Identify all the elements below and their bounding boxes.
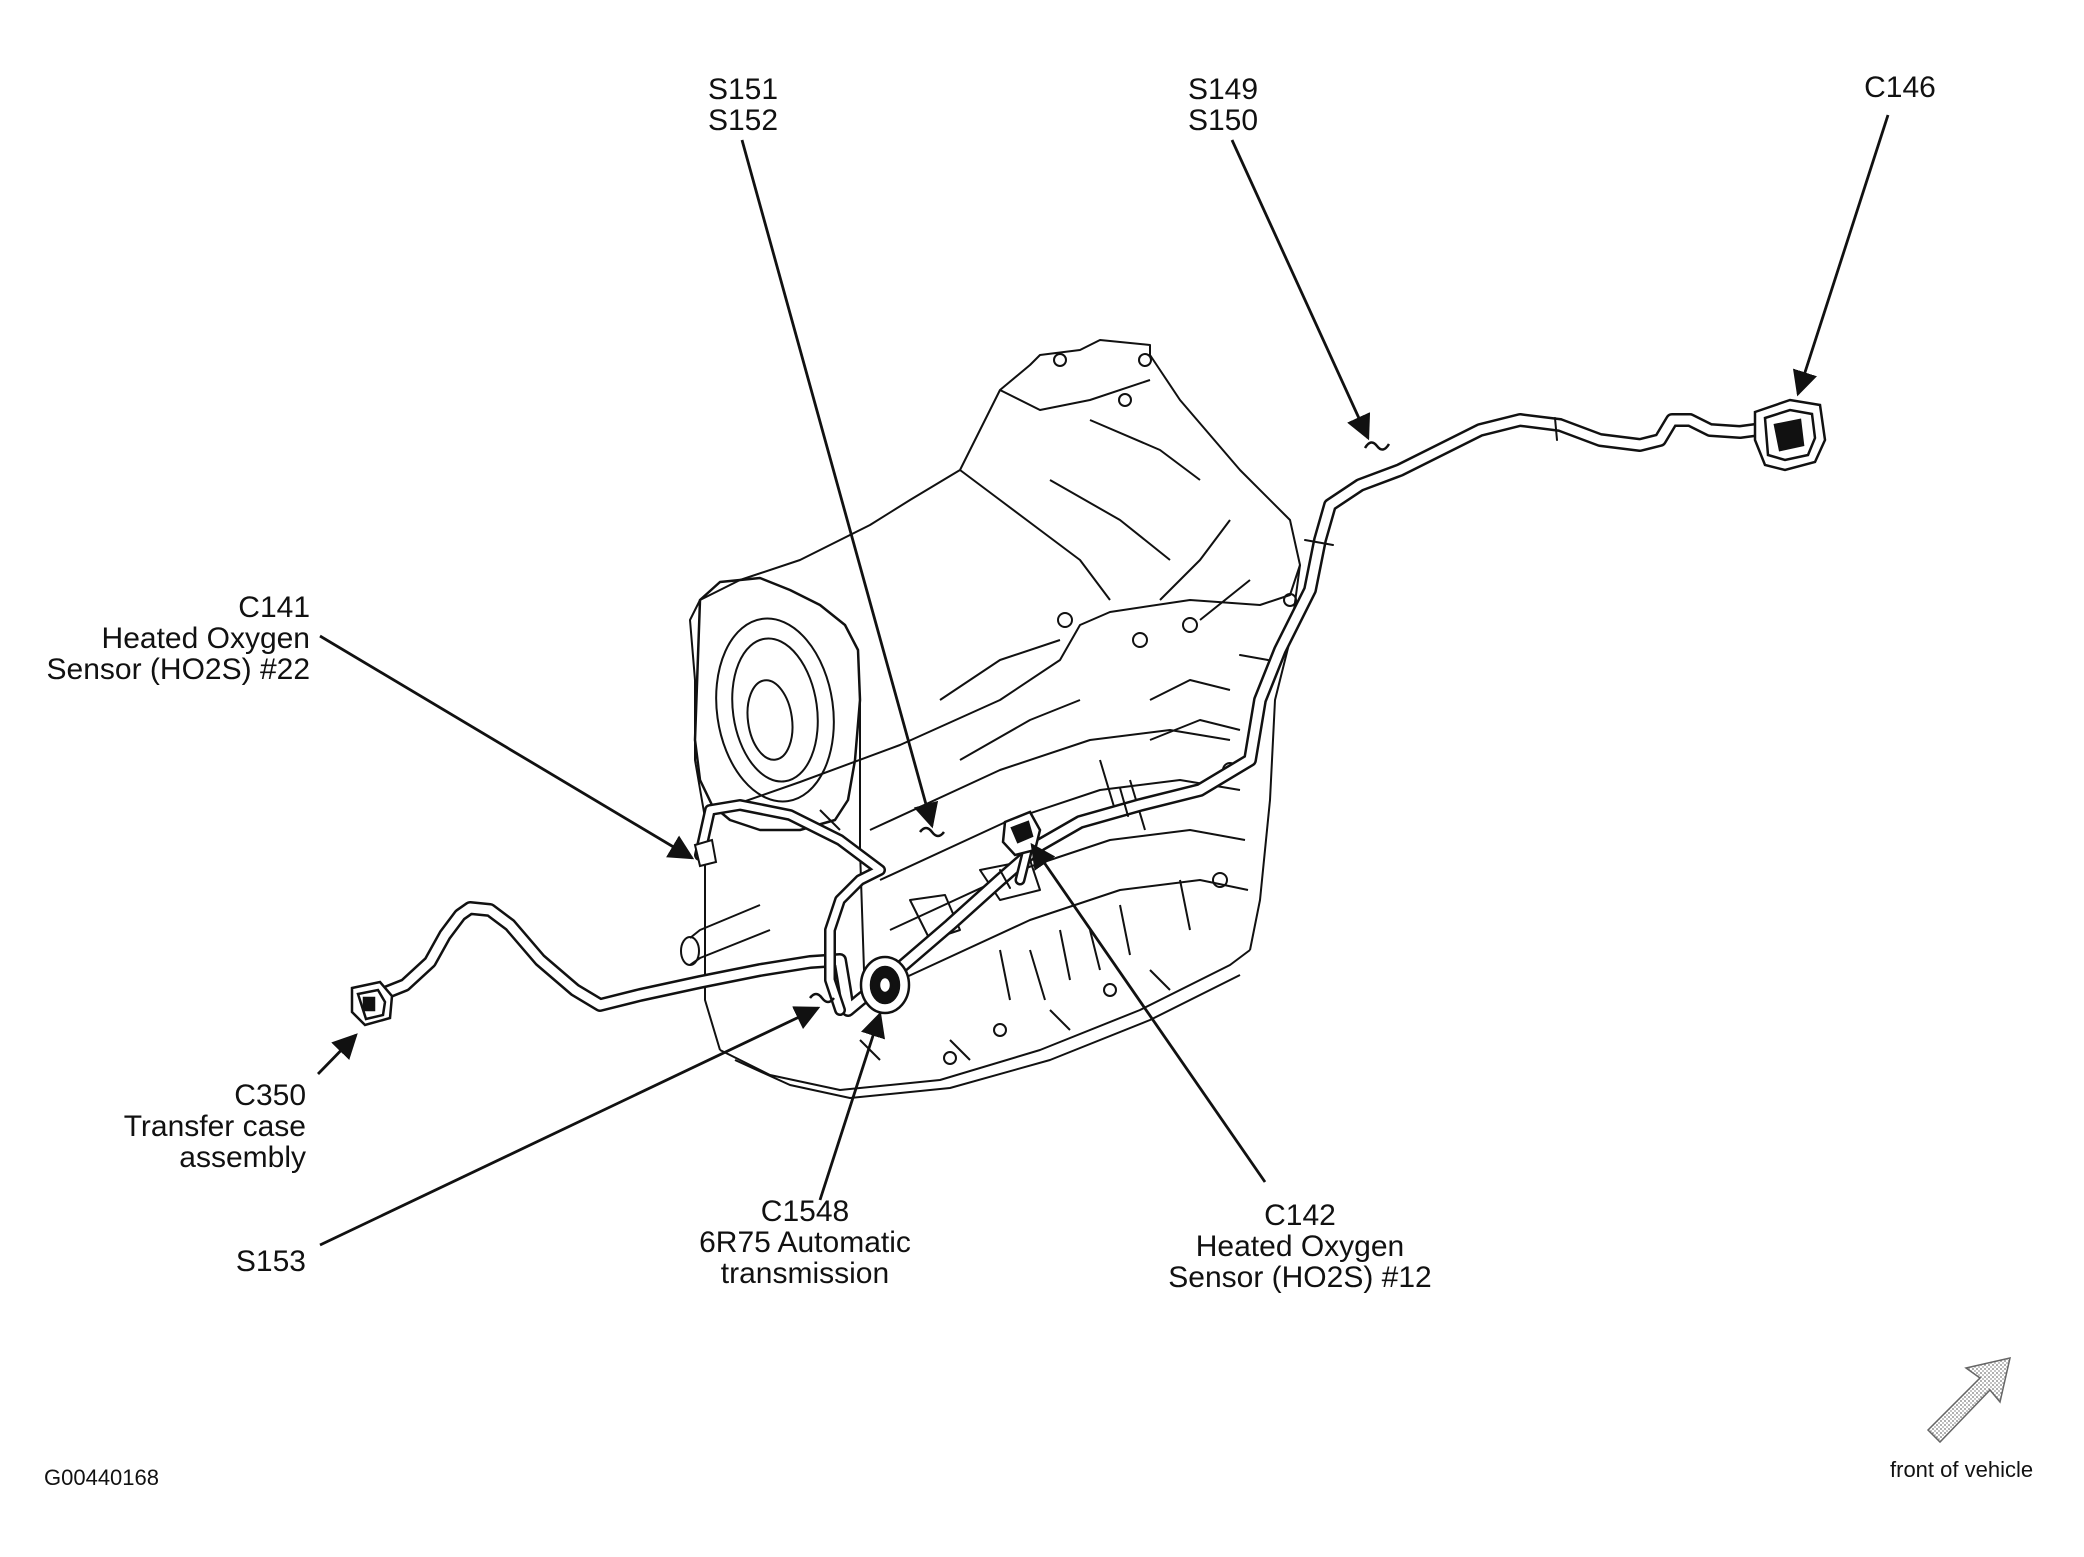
- label-c1548-desc2: transmission: [720, 1257, 890, 1290]
- label-c146: C146: [1864, 71, 1936, 104]
- callout-c142: C142 Heated Oxygen Sensor (HO2S) #12: [1150, 1200, 1450, 1293]
- label-c350-desc1: Transfer case: [123, 1110, 306, 1143]
- front-of-vehicle-arrow: [1926, 1357, 2011, 1444]
- figure-id: G00440168: [44, 1465, 159, 1490]
- label-s153: S153: [235, 1245, 306, 1278]
- label-c1548-desc1: 6R75 Automatic: [699, 1226, 911, 1259]
- label-c141-desc1: Heated Oxygen: [101, 622, 310, 655]
- callout-c146: C146: [1850, 72, 1950, 103]
- callout-c350: C350 Transfer case assembly: [90, 1080, 306, 1173]
- connector-c1548-shape: [859, 955, 911, 1015]
- callout-s151-s152: S151 S152: [688, 74, 798, 136]
- label-s151: S151: [707, 73, 779, 106]
- label-c141-desc2: Sensor (HO2S) #22: [46, 653, 310, 686]
- front-of-vehicle-label: front of vehicle: [1890, 1457, 2034, 1482]
- wiring-harness: [373, 413, 1777, 1017]
- callout-c141: C141 Heated Oxygen Sensor (HO2S) #22: [20, 592, 310, 685]
- label-s152: S152: [707, 104, 779, 137]
- label-c142-id: C142: [1264, 1199, 1336, 1232]
- label-s149: S149: [1187, 73, 1259, 106]
- label-c1548-id: C1548: [760, 1195, 850, 1228]
- connector-c141-shape: [693, 838, 718, 868]
- label-c350-desc2: assembly: [179, 1141, 306, 1174]
- label-c141-id: C141: [238, 591, 310, 624]
- label-c142-desc2: Sensor (HO2S) #12: [1168, 1261, 1432, 1294]
- splice-markers: [809, 441, 1391, 1004]
- callout-c1548: C1548 6R75 Automatic transmission: [660, 1196, 950, 1289]
- connector-c350-shape: [350, 980, 394, 1027]
- callout-s153: S153: [200, 1246, 306, 1277]
- connector-c146-shape: [1753, 398, 1827, 472]
- callout-s149-s150: S149 S150: [1168, 74, 1278, 136]
- label-c350-id: C350: [234, 1079, 306, 1112]
- leader-lines: [316, 114, 1890, 1247]
- label-c142-desc1: Heated Oxygen: [1195, 1230, 1405, 1263]
- label-s150: S150: [1187, 104, 1259, 137]
- transmission-housing: [680, 339, 1301, 1099]
